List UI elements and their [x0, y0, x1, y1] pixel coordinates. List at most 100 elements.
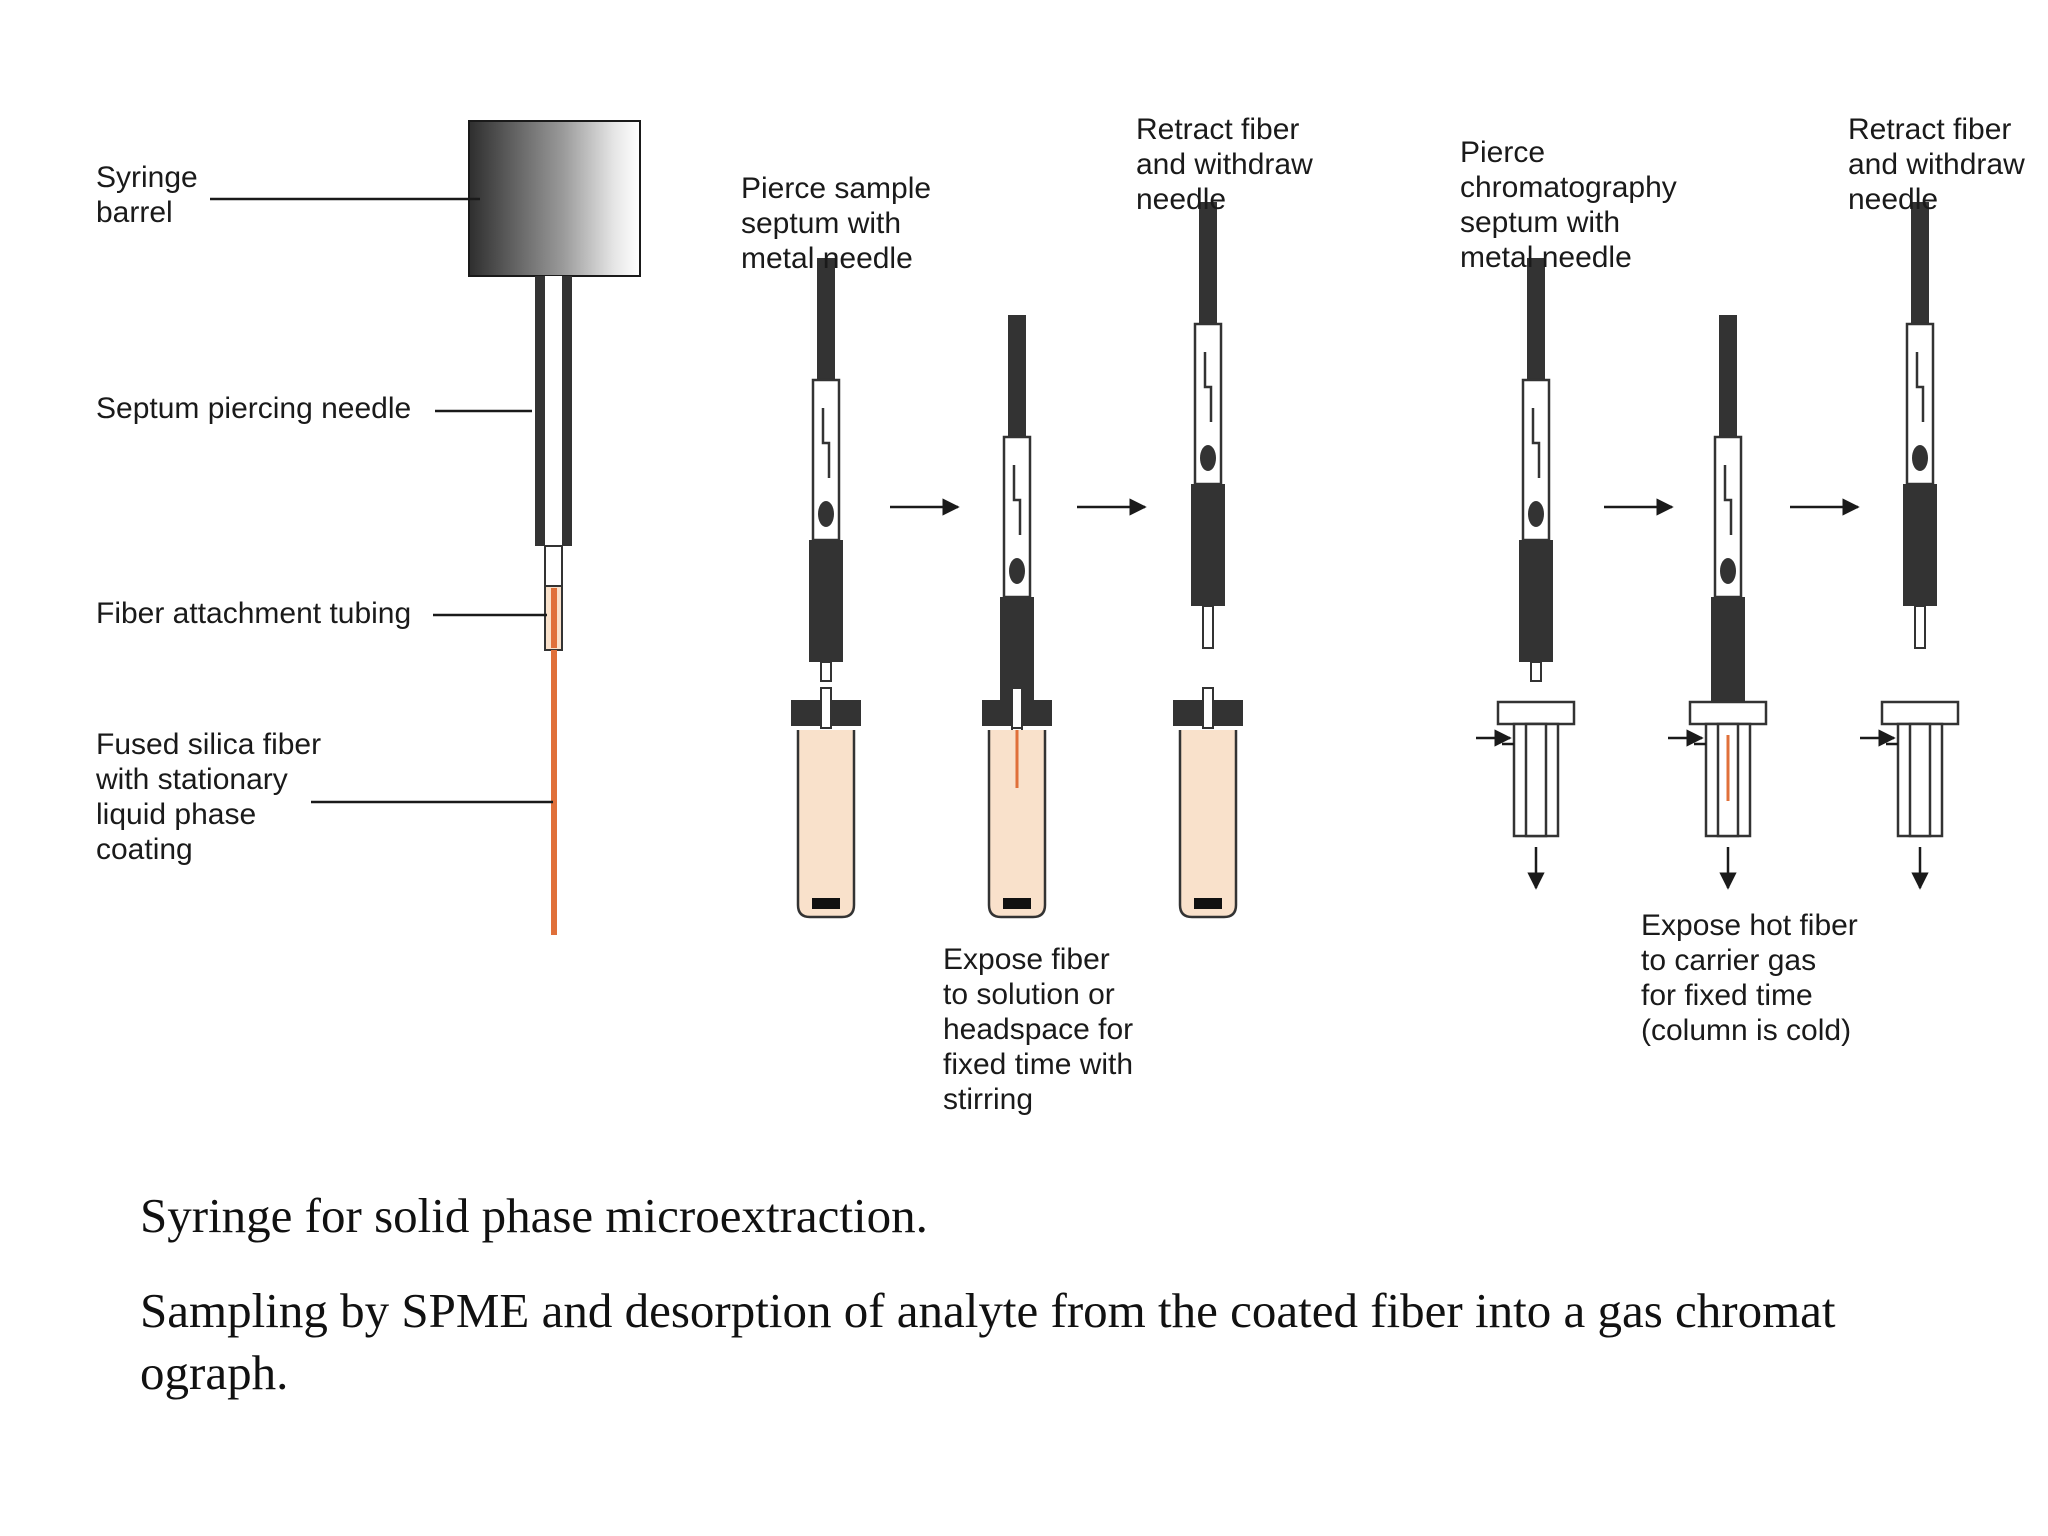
z-slot — [1531, 408, 1541, 478]
step-expose-hot-fiber — [1668, 315, 1768, 890]
needle-tip — [1914, 605, 1926, 649]
caption-sampling: Sampling by SPME and desorption of analy… — [140, 1280, 1836, 1404]
label-pierce-chromatography: Pierce chromatography septum with metal … — [1460, 135, 1677, 275]
hub — [1191, 484, 1225, 606]
label-line: for fixed time — [1641, 979, 1813, 1012]
label-line: Retract fiber — [1136, 113, 1300, 146]
caption-line: Sampling by SPME and desorption of analy… — [140, 1283, 1836, 1338]
syringe-barrel — [468, 120, 641, 277]
plunger-rod — [817, 258, 835, 380]
label-line: with stationary — [96, 763, 288, 796]
caption-line: ograph. — [140, 1345, 289, 1400]
label-syringe-barrel: Syringe barrel — [96, 160, 198, 230]
vial-body — [1178, 730, 1238, 919]
injector-septum-nut — [1880, 700, 1960, 726]
z-slot — [821, 408, 831, 478]
label-line: needle — [1848, 183, 1939, 216]
plunger-rod — [1199, 202, 1217, 324]
label-fused-silica-fiber: Fused silica fiber with stationary liqui… — [96, 727, 321, 867]
label-line: Pierce — [1460, 136, 1546, 169]
needle-through-septum — [1202, 687, 1214, 729]
label-line: metal needle — [741, 242, 913, 275]
label-line: to carrier gas — [1641, 944, 1817, 977]
spme-syringe — [468, 120, 641, 935]
hub — [809, 540, 843, 662]
label-line: chromatography — [1460, 171, 1677, 204]
label-pierce-sample: Pierce sample septum with metal needle — [741, 171, 931, 276]
z-slot — [1203, 352, 1213, 422]
process-steps — [791, 202, 1960, 919]
label-line: metal needle — [1460, 241, 1632, 274]
plunger-rod — [1719, 315, 1737, 437]
label-line: and withdraw — [1848, 148, 2025, 181]
plunger-screw — [1200, 445, 1216, 471]
label-line: Pierce sample — [741, 172, 932, 205]
stir-bar — [1194, 898, 1222, 909]
label-line: stirring — [943, 1083, 1034, 1116]
plunger-screw — [818, 501, 834, 527]
label-line: Expose hot fiber — [1641, 909, 1858, 942]
caption-syringe: Syringe for solid phase microextraction. — [140, 1188, 928, 1243]
label-fiber-attachment-tubing: Fiber attachment tubing — [96, 597, 412, 630]
step-retract-fiber-2 — [1860, 202, 1960, 890]
label-line: Fused silica fiber — [96, 728, 322, 761]
label-expose-fiber: Expose fiber to solution or headspace fo… — [943, 942, 1133, 1117]
label-line: septum with — [1460, 206, 1621, 239]
z-slot — [1723, 465, 1733, 535]
injector-septum-nut — [1496, 700, 1576, 726]
injector-septum-nut — [1688, 700, 1768, 726]
step-pierce-chromatography — [1476, 258, 1576, 890]
plunger-screw — [1528, 501, 1544, 527]
label-line: barrel — [96, 196, 173, 229]
label-line: Syringe — [96, 161, 198, 194]
injector-liner-inner — [1524, 722, 1548, 838]
stir-bar — [812, 898, 840, 909]
label-line: (column is cold) — [1641, 1014, 1852, 1047]
needle-bore — [545, 276, 562, 546]
label-retract-fiber-1: Retract fiber and withdraw needle — [1136, 112, 1313, 217]
fiber-in-sleeve — [551, 588, 557, 648]
needle-tip — [820, 661, 832, 682]
label-line: Expose fiber — [943, 943, 1110, 976]
fiber-attachment-tubing — [544, 545, 563, 587]
label-line: coating — [96, 833, 193, 866]
hub — [1519, 540, 1553, 662]
needle-through-septum — [820, 687, 832, 729]
needle-through-septum — [1011, 687, 1023, 729]
plunger-rod — [1527, 258, 1545, 380]
stir-bar — [1003, 898, 1031, 909]
hub — [1903, 484, 1937, 606]
label-line: Retract fiber — [1848, 113, 2012, 146]
exposed-fiber — [1015, 730, 1019, 788]
plunger-screw — [1009, 558, 1025, 584]
step-expose-fiber — [982, 315, 1052, 919]
exposed-fiber — [1726, 735, 1730, 801]
vial-body — [796, 730, 856, 919]
leader-lines — [210, 197, 553, 804]
step-retract-fiber-1 — [1173, 202, 1243, 919]
label-line: septum with — [741, 207, 902, 240]
injector-liner-inner — [1908, 722, 1932, 838]
label-expose-hot-fiber: Expose hot fiber to carrier gas for fixe… — [1641, 908, 1858, 1048]
fused-silica-fiber — [551, 650, 557, 935]
needle-tip — [1202, 605, 1214, 649]
plunger-rod — [1008, 315, 1026, 437]
label-line: liquid phase — [96, 798, 257, 831]
vial-body — [987, 730, 1047, 919]
z-slot — [1012, 465, 1022, 535]
label-line: to solution or — [943, 978, 1115, 1011]
plunger-screw — [1912, 445, 1928, 471]
hub — [1711, 597, 1745, 719]
label-septum-piercing-needle: Septum piercing needle — [96, 392, 412, 425]
plunger-screw — [1720, 558, 1736, 584]
label-retract-fiber-2: Retract fiber and withdraw needle — [1848, 112, 2025, 217]
label-line: needle — [1136, 183, 1227, 216]
step-pierce-sample — [791, 258, 861, 919]
needle-tip — [1530, 661, 1542, 682]
label-line: fixed time with — [943, 1048, 1134, 1081]
label-line: and withdraw — [1136, 148, 1313, 181]
z-slot — [1915, 352, 1925, 422]
plunger-rod — [1911, 202, 1929, 324]
label-line: headspace for — [943, 1013, 1134, 1046]
